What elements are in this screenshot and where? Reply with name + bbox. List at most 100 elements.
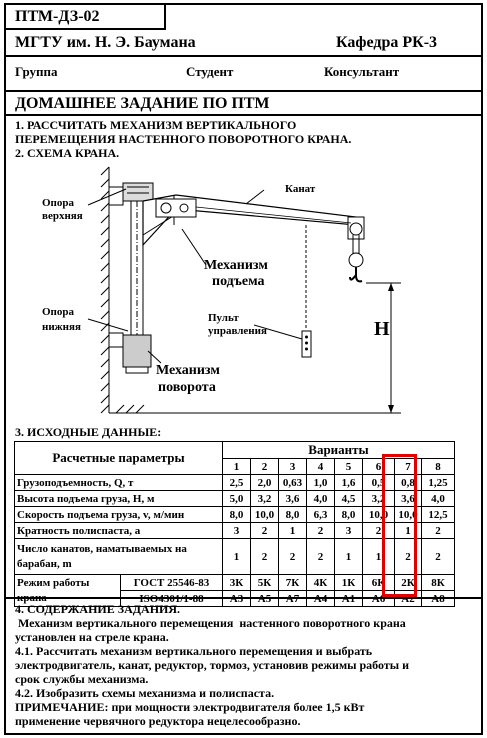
table-row: Скорость подъема груза, v, м/мин 8,0 10,… (14, 506, 455, 523)
variant-number-row: 1 2 3 4 5 6 7 8 (15, 458, 455, 475)
content-line: применение червячного редуктора нецелесо… (15, 714, 301, 728)
lower-support-label-1: Опора (42, 306, 75, 318)
variant-number: 1 (222, 458, 251, 475)
table-cell: 10,0 (250, 506, 279, 523)
table-cell: 2 (278, 538, 307, 575)
section-3-title: 3. ИСХОДНЫЕ ДАННЫЕ: (15, 425, 162, 439)
table-cell: 4К (306, 574, 335, 591)
mode-label-line-1: Режим работы (17, 576, 90, 589)
table-cell: 8,0 (278, 506, 307, 523)
table-cell: 2 (306, 522, 335, 539)
table-cell: 1К (334, 574, 363, 591)
content-line: срок службы механизма. (15, 672, 149, 686)
table-cell: 7К (278, 574, 307, 591)
table-cell: 3К (222, 574, 251, 591)
ropes-label-line-2: барабан, m (17, 557, 72, 570)
lower-support-label-2: нижняя (42, 321, 81, 333)
table-cell: 2 (421, 538, 455, 575)
variant-number: 3 (278, 458, 307, 475)
table-cell: 4,0 (421, 490, 455, 507)
table-cell: 0,5 (362, 474, 395, 491)
consultant-label: Консультант (324, 64, 400, 79)
remote-label-1: Пульт (208, 312, 239, 324)
table-cell: 3,2 (250, 490, 279, 507)
variant-number: 2 (250, 458, 279, 475)
row-label-capacity: Грузоподъемность, Q, т (14, 474, 223, 491)
table-cell: 2 (250, 522, 279, 539)
assignment-sheet: ПТМ-ДЗ-02 МГТУ им. Н. Э. Баумана Кафедра… (4, 3, 483, 735)
params-header: Расчетные параметры (14, 441, 223, 475)
variant-number: 8 (421, 458, 455, 475)
height-dimension-label: H (374, 318, 390, 340)
table-cell: 4,0 (306, 490, 335, 507)
table-cell: 8,0 (222, 506, 251, 523)
content-line: 4.1. Рассчитать механизм вертикального п… (15, 644, 373, 658)
row-label-speed: Скорость подъема груза, v, м/мин (14, 506, 223, 523)
table-cell: 2 (421, 522, 455, 539)
table-cell: 1 (278, 522, 307, 539)
table-cell: 8,0 (334, 506, 363, 523)
table-cell: 1,6 (334, 474, 363, 491)
rotation-mechanism-label-2: поворота (158, 380, 216, 395)
table-cell: 8К (421, 574, 455, 591)
wall-hatch (100, 166, 110, 414)
rotation-mechanism-label-1: Механизм (156, 363, 220, 378)
task-line-3: 2. СХЕМА КРАНА. (15, 146, 120, 160)
content-line: электродвигатель, канат, редуктор, тормо… (15, 658, 410, 672)
row-label-ratio: Кратность полиспаста, а (14, 522, 223, 539)
content-title: 4. СОДЕРЖАНИЕ ЗАДАНИЯ. (15, 602, 181, 616)
table-cell: 2 (394, 538, 422, 575)
standard-gost: ГОСТ 25546-83 (120, 574, 223, 591)
table-cell: 1 (334, 538, 363, 575)
table-row: Число канатов, наматываемых на барабан, … (14, 538, 455, 575)
group-label: Группа (15, 64, 58, 79)
table-cell: 1,0 (306, 474, 335, 491)
signature-row: Группа Студент Консультант (6, 58, 481, 92)
crane-scheme-diagram: H Опора верхняя Опора нижняя Канат Механ… (42, 166, 401, 414)
floor-hatch (109, 404, 401, 414)
university-name: МГТУ им. Н. Э. Баумана (15, 34, 196, 51)
variant-number: 5 (334, 458, 363, 475)
row-label-ropes: Число канатов, наматываемых на барабан, … (14, 538, 223, 575)
parameters-table: Расчетные параметры Варианты 1 2 3 4 5 6… (14, 441, 455, 607)
table-cell: 2,0 (250, 474, 279, 491)
row-label-height: Высота подъема груза, H, м (14, 490, 223, 507)
table-cell: 3 (334, 522, 363, 539)
table-cell: 1,25 (421, 474, 455, 491)
lift-mechanism-label-2: подъема (212, 274, 265, 289)
variants-header: Варианты (222, 441, 455, 459)
content-line: ПРИМЕЧАНИЕ: при мощности электродвигател… (15, 700, 365, 714)
table-cell: 5К (250, 574, 279, 591)
upper-support-label-2: верхняя (42, 210, 83, 222)
content-line: установлен на стреле крана. (15, 630, 169, 644)
remote-label-2: управления (208, 325, 267, 337)
table-cell: 4,5 (334, 490, 363, 507)
rope-label: Канат (285, 183, 316, 195)
table-cell: 6,3 (306, 506, 335, 523)
task-line-1: 1. РАССЧИТАТЬ МЕХАНИЗМ ВЕРТИКАЛЬНОГО (15, 118, 297, 132)
upper-support-label-1: Опора (42, 197, 75, 209)
ropes-label-line-1: Число канатов, наматываемых на (17, 542, 187, 555)
table-cell: 2,5 (222, 474, 251, 491)
header-row: МГТУ им. Н. Э. Баумана Кафедра РК-3 (6, 31, 481, 57)
variant-number: 4 (306, 458, 335, 475)
task-line-2: ПЕРЕМЕЩЕНИЯ НАСТЕННОГО ПОВОРОТНОГО КРАНА… (15, 132, 352, 146)
variant-6-highlight (382, 454, 417, 597)
table-cell: 3,6 (278, 490, 307, 507)
content-line: 4.2. Изобразить схемы механизма и полисп… (15, 686, 275, 700)
table-cell: 5,0 (222, 490, 251, 507)
task-content-section: 4. СОДЕРЖАНИЕ ЗАДАНИЯ. Механизм вертикал… (6, 597, 481, 728)
table-cell: 2 (306, 538, 335, 575)
table-cell: 2 (250, 538, 279, 575)
table-cell: 0,63 (278, 474, 307, 491)
table-cell: 1 (222, 538, 251, 575)
content-line: Механизм вертикального перемещения насте… (15, 616, 406, 630)
lift-mechanism-label-1: Механизм (204, 258, 268, 273)
table-cell: 3 (222, 522, 251, 539)
page-title: ДОМАШНЕЕ ЗАДАНИЕ ПО ПТМ (6, 92, 481, 116)
table-cell: 12,5 (421, 506, 455, 523)
student-label: Студент (186, 64, 234, 79)
document-code: ПТМ-ДЗ-02 (6, 5, 166, 30)
table-cell: 3,2 (362, 490, 395, 507)
department-name: Кафедра РК-3 (336, 34, 438, 51)
